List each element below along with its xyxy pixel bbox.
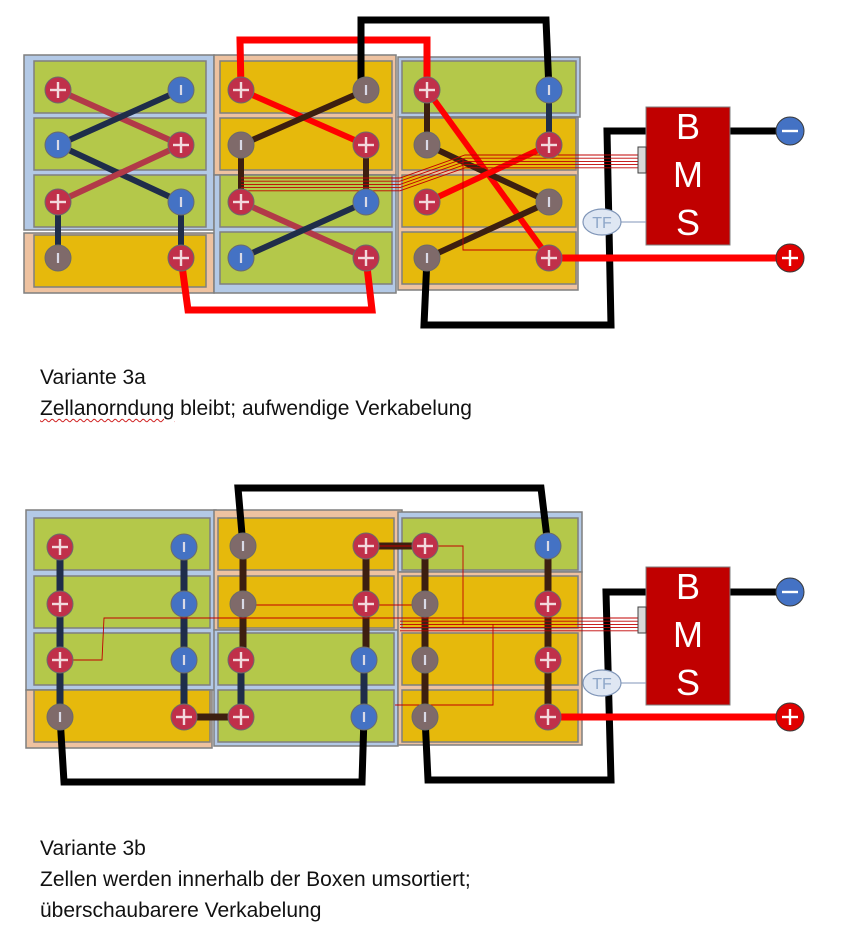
output-minus-terminal bbox=[775, 116, 805, 146]
cell-interconnect bbox=[56, 87, 183, 148]
series-link-red bbox=[236, 36, 431, 91]
cell-interconnect bbox=[425, 199, 551, 261]
cell-interconnect bbox=[239, 199, 368, 261]
main-negative-lead bbox=[420, 127, 646, 329]
series-link-black bbox=[56, 716, 368, 786]
plus-terminal bbox=[227, 646, 255, 674]
plus-terminal bbox=[534, 590, 562, 618]
terminal-connector bbox=[413, 131, 441, 159]
series-link-black bbox=[234, 484, 552, 547]
minus-terminal bbox=[535, 76, 563, 104]
temperature-sensor-label: TF bbox=[592, 676, 612, 693]
terminal-connector bbox=[411, 703, 439, 731]
plus-terminal bbox=[44, 188, 72, 216]
terminal-connector bbox=[413, 244, 441, 272]
plus-terminal bbox=[352, 590, 380, 618]
plus-terminal bbox=[352, 532, 380, 560]
cell-interconnect bbox=[56, 142, 183, 205]
cell-interconnect bbox=[425, 142, 551, 205]
plus-terminal bbox=[170, 703, 198, 731]
bms-letter: M bbox=[673, 614, 703, 655]
minus-terminal bbox=[167, 188, 195, 216]
variant-3b-title: Variante 3b bbox=[40, 837, 146, 860]
bms-letter: B bbox=[676, 566, 700, 607]
plus-terminal bbox=[535, 131, 563, 159]
series-link-red bbox=[177, 257, 376, 314]
bms-letter: B bbox=[676, 106, 700, 147]
variant-3a-description: Zellanorndung bleibt; aufwendige Verkabe… bbox=[40, 393, 472, 424]
output-plus-terminal bbox=[775, 702, 805, 732]
cell-interconnect bbox=[239, 87, 368, 148]
plus-terminal bbox=[46, 646, 74, 674]
minus-terminal bbox=[534, 532, 562, 560]
plus-terminal bbox=[534, 703, 562, 731]
bms-balance-connector bbox=[637, 606, 647, 634]
series-link-black bbox=[357, 16, 553, 91]
variant-3a-description-rest: bleibt; aufwendige Verkabelung bbox=[174, 397, 472, 420]
plus-terminal bbox=[46, 590, 74, 618]
terminal-connector bbox=[227, 131, 255, 159]
minus-terminal bbox=[352, 188, 380, 216]
plus-terminal bbox=[167, 131, 195, 159]
plus-terminal bbox=[413, 188, 441, 216]
terminal-connector bbox=[535, 188, 563, 216]
temperature-sensor-label: TF bbox=[592, 215, 612, 232]
terminal-connector bbox=[229, 532, 257, 560]
bms-letter: S bbox=[676, 662, 700, 703]
plus-terminal bbox=[535, 244, 563, 272]
variant-3a-title: Variante 3a bbox=[40, 366, 146, 389]
minus-terminal bbox=[170, 533, 198, 561]
minus-terminal bbox=[170, 590, 198, 618]
bms-balance-connector bbox=[637, 146, 647, 174]
terminal-connector bbox=[44, 244, 72, 272]
plus-terminal bbox=[227, 188, 255, 216]
balance-sense-wire bbox=[241, 164, 638, 189]
variant-3b-description: Zellen werden innerhalb der Boxen umsort… bbox=[40, 868, 471, 891]
balance-sense-wire bbox=[366, 545, 464, 624]
output-plus-terminal bbox=[775, 243, 805, 273]
bms-box bbox=[645, 106, 731, 246]
balance-sense-wire bbox=[241, 160, 638, 185]
plus-terminal bbox=[167, 244, 195, 272]
plus-terminal bbox=[352, 131, 380, 159]
output-minus-terminal bbox=[775, 577, 805, 607]
minus-terminal bbox=[227, 244, 255, 272]
main-negative-lead bbox=[421, 588, 646, 784]
minus-terminal bbox=[170, 646, 198, 674]
plus-terminal bbox=[46, 533, 74, 561]
terminal-connector bbox=[411, 590, 439, 618]
variant-3b-diagram: BMS TF bbox=[25, 484, 805, 786]
plus-terminal bbox=[227, 703, 255, 731]
plus-terminal bbox=[352, 244, 380, 272]
minus-terminal bbox=[44, 131, 72, 159]
variant-3a-caption: Variante 3a Zellanorndung bleibt; aufwen… bbox=[40, 362, 472, 424]
plus-terminal bbox=[413, 76, 441, 104]
bms-letter: S bbox=[676, 202, 700, 243]
minus-terminal bbox=[167, 76, 195, 104]
balance-sense-wire bbox=[60, 617, 400, 661]
minus-terminal bbox=[350, 646, 378, 674]
variant-3b-description-2: überschaubarere Verkabelung bbox=[40, 899, 322, 922]
bms-box bbox=[645, 566, 731, 706]
plus-terminal bbox=[411, 532, 439, 560]
terminal-connector bbox=[411, 646, 439, 674]
variant-3b-caption: Variante 3b Zellen werden innerhalb der … bbox=[40, 833, 471, 926]
plus-terminal bbox=[227, 76, 255, 104]
variant-3a-description-underlined: Zellanorndung bbox=[40, 397, 175, 420]
bms-letter: M bbox=[673, 154, 703, 195]
terminal-connector bbox=[229, 590, 257, 618]
terminal-connector bbox=[352, 76, 380, 104]
balance-sense-wire bbox=[462, 158, 556, 251]
variant-3a-diagram: BMS TF bbox=[23, 16, 805, 329]
plus-terminal bbox=[44, 76, 72, 104]
balance-sense-wire bbox=[241, 167, 638, 192]
plus-terminal bbox=[534, 646, 562, 674]
terminal-connector bbox=[46, 703, 74, 731]
minus-terminal bbox=[350, 703, 378, 731]
